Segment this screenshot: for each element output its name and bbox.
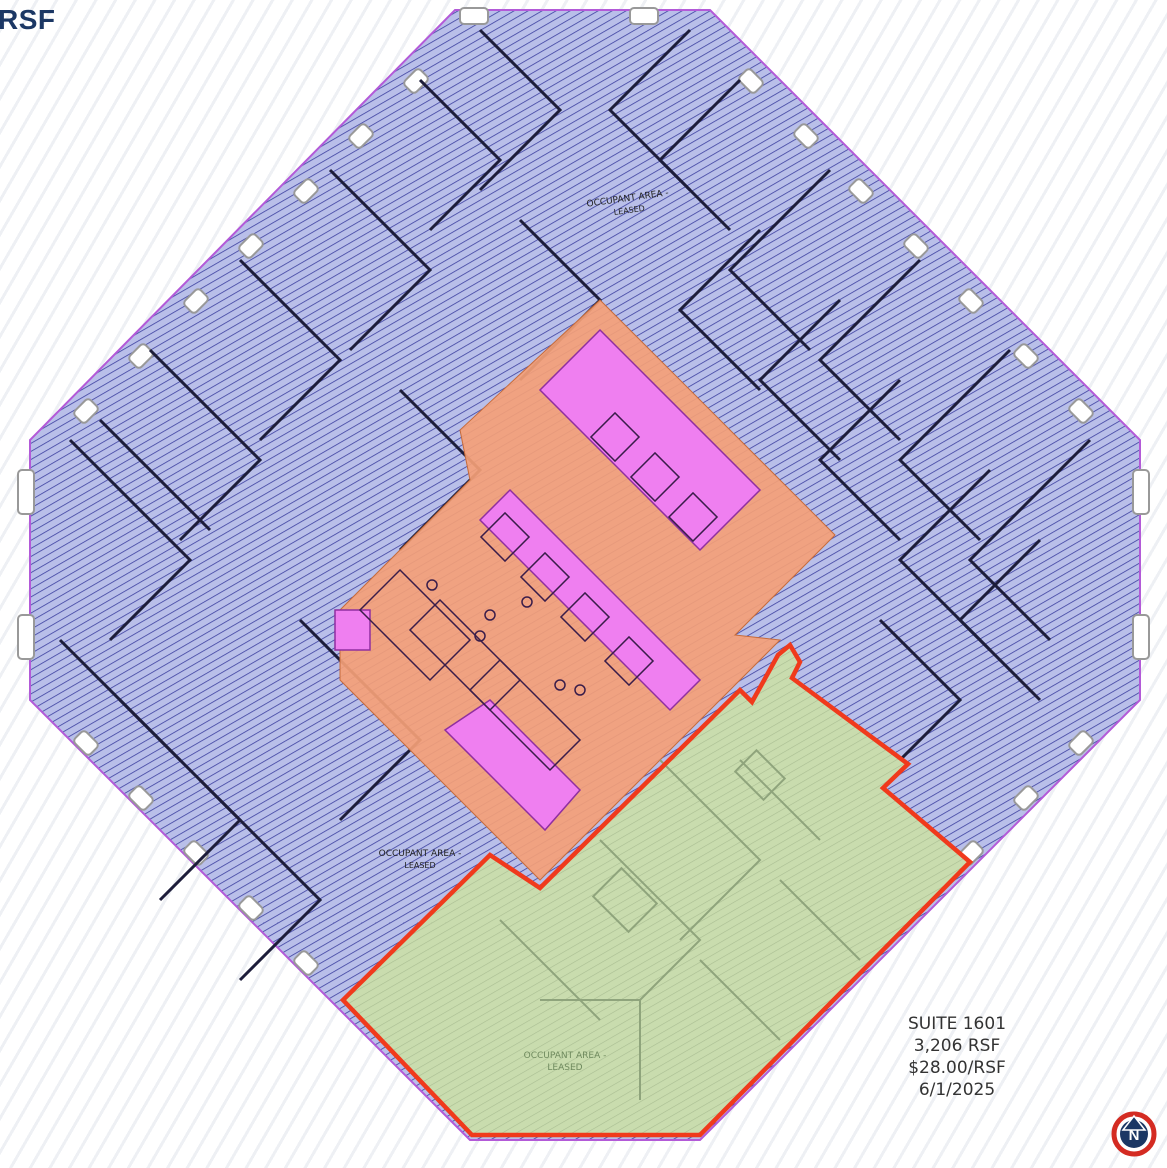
- north-arrow-icon: N: [1111, 1111, 1157, 1157]
- suite-date: 6/1/2025: [918, 1080, 996, 1100]
- core-services-west: [334, 609, 371, 651]
- suite-info: SUITE 1601 3,206 RSF $28.00/RSF 6/1/2025: [862, 1013, 1052, 1101]
- perimeter-bays: [17, 7, 1150, 976]
- suite-rate: $28.00/RSF: [908, 1058, 1006, 1078]
- page-title-fragment: RSF: [0, 4, 56, 35]
- svg-text:N: N: [1129, 1127, 1140, 1144]
- available-suite-outline: [339, 641, 974, 1138]
- occupant-label-suite: OCCUPANT AREA - LEASED: [524, 1051, 607, 1073]
- suite-area: 3,206 RSF: [913, 1036, 1001, 1056]
- available-suite: [343, 645, 970, 1135]
- suite-interior-walls: [499, 748, 861, 1100]
- svg-text:LEASED: LEASED: [613, 204, 645, 217]
- interior-walls: [58, 28, 1092, 982]
- svg-text:LEASED: LEASED: [404, 861, 435, 870]
- suite-name: SUITE 1601: [907, 1014, 1007, 1034]
- svg-text:OCCUPANT AREA -: OCCUPANT AREA -: [379, 849, 462, 859]
- elevator-cabs: [479, 411, 719, 687]
- core-services-south: [443, 699, 582, 832]
- svg-text:OCCUPANT AREA -: OCCUPANT AREA -: [524, 1051, 607, 1061]
- restroom-layout: [358, 568, 586, 772]
- svg-text:LEASED: LEASED: [547, 1063, 582, 1073]
- core-services-north: [538, 328, 762, 552]
- occupant-label-southwest: OCCUPANT AREA - LEASED: [379, 849, 462, 870]
- elevator-bank: [478, 488, 702, 712]
